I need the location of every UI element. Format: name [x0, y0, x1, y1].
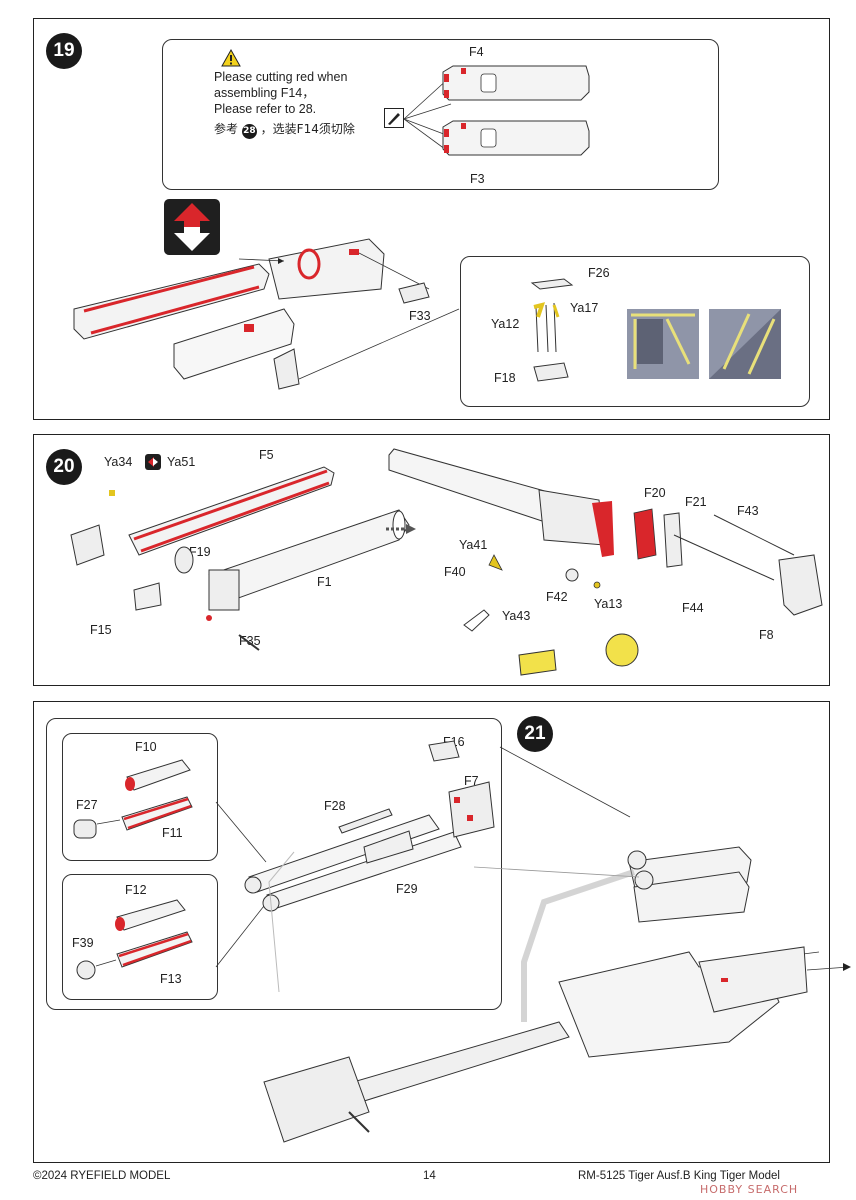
label-ya51: Ya51 [167, 455, 196, 469]
label-ya43: Ya43 [502, 609, 531, 623]
label-f42: F42 [546, 590, 568, 604]
warning-line-1: Please cutting red when [214, 70, 348, 84]
label-ya12: Ya12 [491, 317, 520, 331]
label-ya41: Ya41 [459, 538, 488, 552]
label-f4: F4 [469, 45, 484, 59]
warning-line-2: assembling F14， [214, 86, 315, 100]
step-21-badge: 21 [517, 716, 553, 752]
footer-product: RM-5125 Tiger Ausf.B King Tiger Model [578, 1170, 780, 1182]
label-ya13: Ya13 [594, 597, 623, 611]
step-19-badge: 19 [46, 33, 82, 69]
step-19-barrel-assembly [73, 238, 430, 390]
label-f8: F8 [759, 628, 774, 642]
label-f33: F33 [409, 309, 431, 323]
label-f39: F39 [72, 936, 94, 950]
label-f13: F13 [160, 972, 182, 986]
footer-copyright: ©2024 RYEFIELD MODEL [33, 1170, 171, 1182]
label-f7: F7 [464, 774, 479, 788]
footer-page-number: 14 [423, 1170, 436, 1182]
label-f20: F20 [644, 486, 666, 500]
part-f18-bracket [530, 278, 574, 382]
inset-pointer-lines [298, 308, 460, 380]
knife-icon [384, 108, 404, 128]
label-f29: F29 [396, 882, 418, 896]
label-f40: F40 [444, 565, 466, 579]
step-21-panel: 21 F10 F27 F11 F12 F39 F13 F16 F7 F28 F2… [33, 701, 851, 1163]
part-f4 [442, 65, 590, 101]
step-20-left-assembly [70, 466, 410, 651]
cn-suffix: ，选装F14须切除 [260, 122, 355, 136]
label-ya17: Ya17 [570, 301, 599, 315]
step-20-right-assembly [388, 448, 823, 676]
cutting-note-inset [162, 39, 719, 190]
label-f11: F11 [162, 826, 183, 840]
swap-arrow-icon [145, 454, 161, 470]
parts-f10-f11-f27 [73, 759, 193, 839]
cutting-warning-text: Please cutting red when assembling F14， … [214, 69, 347, 117]
label-f18: F18 [494, 371, 516, 385]
up-down-arrow-icon [164, 199, 220, 255]
label-f1: F1 [317, 575, 332, 589]
step-20-badge: 20 [46, 449, 82, 485]
label-f19: F19 [189, 545, 211, 559]
detail-photo-right [709, 309, 781, 379]
arrow-to-right-icon [386, 524, 416, 534]
sub-inset-pointer-lines [215, 801, 272, 968]
inset-to-main-pointer [499, 746, 631, 818]
cn-prefix: 参考 [214, 122, 239, 136]
main-gun-assembly [263, 846, 851, 1143]
label-f28: F28 [324, 799, 346, 813]
sub-inset-f10-f11 [62, 733, 218, 861]
warning-icon [221, 48, 241, 67]
label-f35: F35 [239, 634, 261, 648]
cn-note: 参考 28 ，选装F14须切除 [214, 121, 355, 139]
label-f21: F21 [685, 495, 707, 509]
cut-pointer-lines [403, 77, 452, 153]
label-f27: F27 [76, 798, 98, 812]
step-ref-badge: 28 [241, 124, 257, 139]
label-f5: F5 [259, 448, 274, 462]
label-f10: F10 [135, 740, 157, 754]
part-f3 [442, 120, 590, 156]
warning-line-3: Please refer to 28. [214, 102, 317, 116]
step-19-panel: 19 Please cutting red when assembling F1… [33, 18, 830, 420]
step-20-panel: 20 Ya34 Ya51 F5 F19 F1 F15 F35 F20 F21 F… [33, 434, 830, 686]
label-f3: F3 [470, 172, 485, 186]
flow-path-line [521, 869, 635, 1022]
label-f44: F44 [682, 601, 704, 615]
label-f43: F43 [737, 504, 759, 518]
watermark: HOBBY SEARCH [700, 1183, 799, 1196]
label-f12: F12 [125, 883, 147, 897]
label-ya34: Ya34 [104, 455, 133, 469]
detail-photo-left [627, 309, 699, 379]
label-f15: F15 [90, 623, 112, 637]
parts-f12-f13-f39 [76, 899, 193, 980]
twin-barrel-subassembly [244, 740, 495, 912]
label-f26: F26 [588, 266, 610, 280]
